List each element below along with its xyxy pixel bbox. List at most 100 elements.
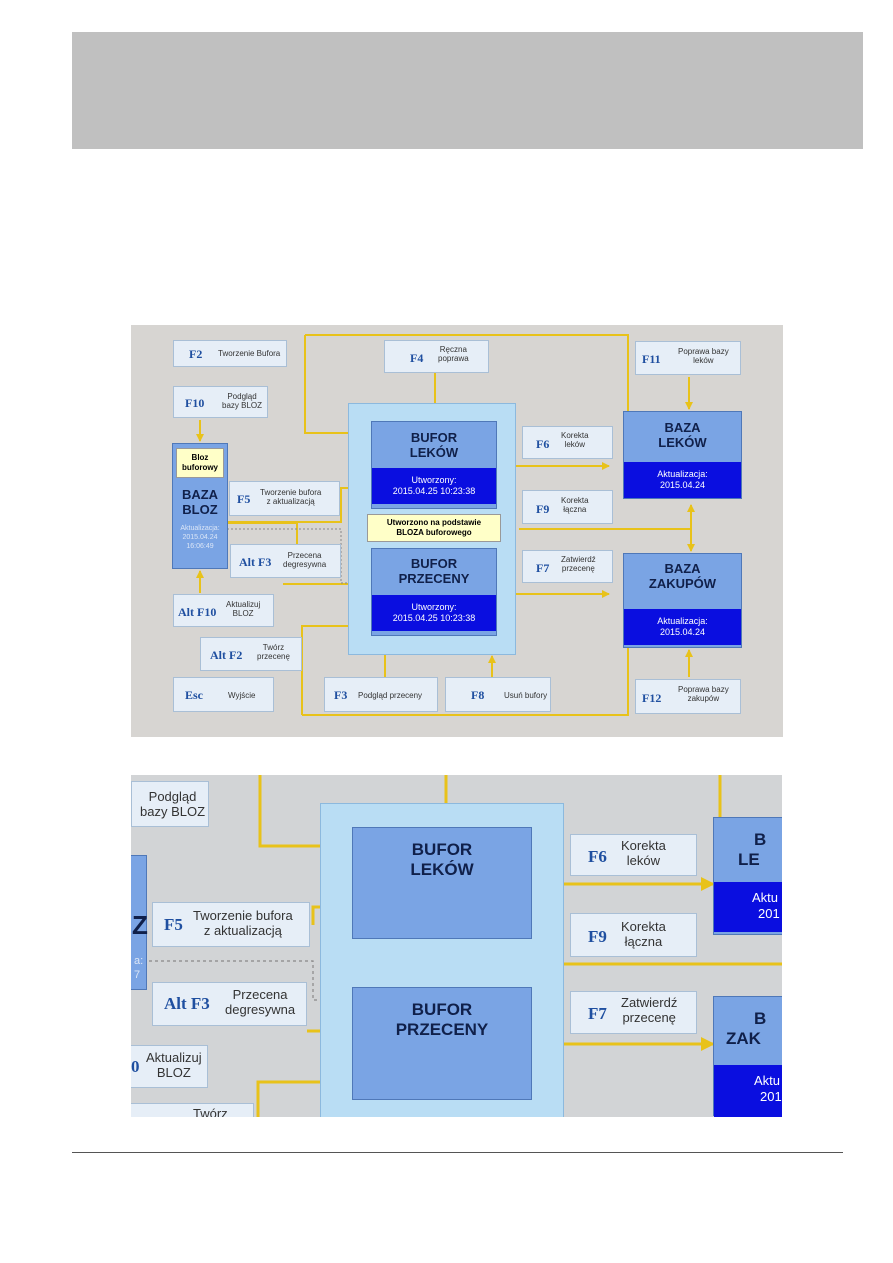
- zoom-key-f9-label: F9: [588, 927, 607, 946]
- zoom-key-f10-text-2: bazy BLOZ: [140, 803, 206, 819]
- key-f9-text-1: Korekta: [561, 496, 589, 505]
- key-f10-text-2: bazy BLOZ: [222, 401, 263, 411]
- zoom-bloz-small-1: a:: [134, 955, 144, 967]
- zoom-key-altf3-text-2: degresywna: [225, 1001, 296, 1017]
- key-f9-text-2: łączna: [563, 505, 587, 515]
- key-f10-text-1: Podgląd: [227, 392, 257, 401]
- zoom-buffer-leki-title-1: BUFOR: [411, 840, 473, 859]
- key-altf2-label: Alt F2: [210, 648, 243, 662]
- key-f2-text: Tworzenie Bufora: [218, 349, 281, 358]
- zoom-baza-zakupow-title-2: ZAK: [726, 1028, 761, 1048]
- key-altf2-text-1: Twórz: [262, 643, 285, 652]
- key-f7-text-2: przecenę: [561, 564, 595, 574]
- zoom-key-f6-text-2: leków: [626, 852, 661, 868]
- key-f10-label: F10: [185, 396, 205, 410]
- key-f5-text-1: Tworzenie bufora: [260, 488, 322, 497]
- key-f4-label: F4: [410, 351, 424, 365]
- key-f4-text-1: Ręczna: [439, 345, 467, 354]
- key-f6-text-2: leków: [564, 440, 586, 450]
- key-f5-text-2: z aktualizacją: [266, 497, 315, 507]
- info-note-line-2: BLOZA buforowego: [396, 528, 472, 537]
- zoom-baza-zakupow-sub-2: 201: [760, 1088, 782, 1104]
- zoom-key-altf2[interactable]: Twórz: [131, 1103, 254, 1117]
- key-f2-label: F2: [189, 347, 203, 361]
- zoom-key-f9-text-2: łączna: [624, 933, 663, 949]
- buffer-leki-title-1: BUFOR: [410, 430, 458, 445]
- baza-lekow-title-2: LEKÓW: [658, 434, 707, 450]
- buffer-leki-box[interactable]: BUFOR LEKÓW Utworzony: 2015.04.25 10:23:…: [371, 421, 497, 509]
- zoom-key-altf2-text: Twórz: [193, 1106, 228, 1117]
- baza-lekow-box[interactable]: BAZA LEKÓW Aktualizacja: 2015.04.24: [623, 411, 742, 499]
- zoomed-diagram: BUFOR LEKÓW BUFOR PRZECENY B LE Aktu 201…: [131, 775, 782, 1117]
- footer-rule: [72, 1152, 843, 1153]
- zoom-baza-lekow-box[interactable]: B LE Aktu 201: [713, 817, 782, 935]
- zoom-baza-zakupow-box[interactable]: B ZAK Aktu 201: [713, 996, 782, 1117]
- zoom-baza-lekow-title-1: B: [754, 830, 767, 849]
- baza-lekow-updated-label: Aktualizacja:: [657, 469, 708, 479]
- key-f12-text-1: Poprawa bazy: [678, 685, 729, 694]
- buffer-leki-created-date: 2015.04.25 10:23:38: [392, 485, 476, 496]
- key-f8-label: F8: [471, 688, 485, 702]
- zoom-bloz-big-letter: Z: [132, 910, 148, 940]
- key-f3-label: F3: [334, 688, 348, 702]
- zoom-buffer-przeceny-title-1: BUFOR: [411, 1000, 473, 1019]
- key-f2-tworzenie-bufora[interactable]: F2 Tworzenie Bufora: [173, 340, 287, 367]
- key-altf2-text-2: przecenę: [257, 652, 290, 662]
- key-f8-usun-bufory[interactable]: F8 Usuń bufory: [445, 677, 551, 712]
- key-altf3-text-1: Przecena: [287, 551, 322, 560]
- baza-zakupow-title-2: ZAKUPÓW: [648, 575, 717, 591]
- info-note-line-1: Utworzono na podstawie: [386, 518, 482, 527]
- key-f3-podglad-przeceny[interactable]: F3 Podgląd przeceny: [324, 677, 438, 712]
- zoom-baza-zakupow-sub-1: Aktu: [754, 1073, 781, 1088]
- key-f12-text-2: zakupów: [687, 694, 720, 704]
- zoom-buffer-leki-box[interactable]: BUFOR LEKÓW: [352, 827, 532, 939]
- zoom-key-altf3-label: Alt F3: [164, 994, 210, 1013]
- baza-bloz-updated-date: 2015.04.24: [182, 534, 218, 542]
- buffer-przeceny-box[interactable]: BUFOR PRZECENY Utworzony: 2015.04.25 10:…: [371, 548, 497, 636]
- key-esc-wyjscie[interactable]: Esc Wyjście: [173, 677, 274, 712]
- baza-bloz-updated-label: Aktualizacja:: [180, 525, 220, 532]
- baza-zakupow-title-1: BAZA: [664, 561, 701, 576]
- workflow-diagram: BUFOR LEKÓW Utworzony: 2015.04.25 10:23:…: [131, 325, 783, 737]
- key-altf10-label: Alt F10: [178, 605, 217, 619]
- zoom-key-f9-text-1: Korekta: [621, 919, 666, 934]
- baza-bloz-box[interactable]: Bloz buforowy BAZA BLOZ Aktualizacja: 20…: [172, 443, 228, 569]
- zoom-key-altf10-text-2: BLOZ: [156, 1064, 191, 1080]
- bloz-note-line-1: Bloz: [191, 453, 209, 462]
- zoom-baza-bloz-box[interactable]: Z a: 7: [131, 855, 148, 990]
- zoom-key-f6-text-1: Korekta: [621, 838, 666, 853]
- zoom-buffer-przeceny-box[interactable]: BUFOR PRZECENY: [352, 987, 532, 1100]
- zoom-key-altf10-label: 0: [131, 1057, 140, 1076]
- baza-zakupow-box[interactable]: BAZA ZAKUPÓW Aktualizacja: 2015.04.24: [623, 553, 742, 648]
